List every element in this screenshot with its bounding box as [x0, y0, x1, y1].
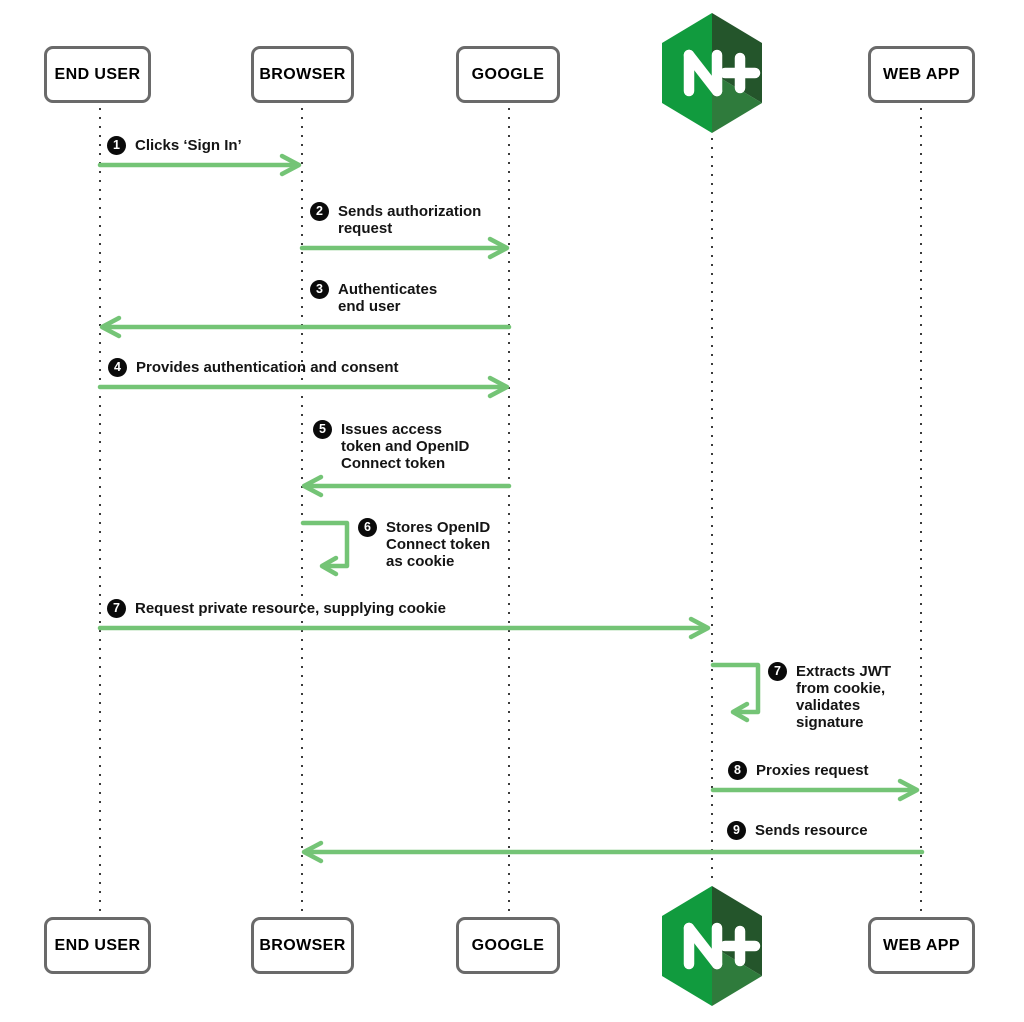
- actor-box-google-top: GOOGLE: [456, 46, 560, 103]
- step-label-8: 8 Proxies request: [728, 761, 869, 780]
- actor-box-end-user-top: END USER: [44, 46, 151, 103]
- lifeline-end-user: [99, 108, 101, 914]
- step-text: Sends resource: [755, 822, 868, 839]
- actor-label: BROWSER: [259, 936, 346, 954]
- actor-box-end-user-bottom: END USER: [44, 917, 151, 974]
- actor-label: WEB APP: [883, 65, 960, 83]
- nginx-plus-glyph: [683, 922, 761, 970]
- step-number-badge: 3: [310, 280, 329, 299]
- step-text: Stores OpenID Connect token as cookie: [386, 519, 491, 570]
- arrow-step-5-issues-tokens: [301, 474, 512, 498]
- step-number-badge: 5: [313, 420, 332, 439]
- actor-label: GOOGLE: [471, 65, 545, 83]
- lifeline-web-app: [920, 108, 922, 914]
- hexagon-lower-face: [712, 73, 762, 133]
- hexagon-lower-face: [712, 946, 762, 1006]
- step-text: Sends authorization request: [338, 203, 482, 237]
- lifeline-google: [508, 108, 510, 914]
- step-label-4: 4 Provides authentication and consent: [108, 358, 399, 377]
- step-label-3: 3 Authenticates end user: [310, 280, 438, 315]
- actor-box-web-app-top: WEB APP: [868, 46, 975, 103]
- lifeline-browser: [301, 108, 303, 914]
- actor-box-browser-bottom: BROWSER: [251, 917, 354, 974]
- step-number-badge: 4: [108, 358, 127, 377]
- step-text: Proxies request: [756, 762, 869, 779]
- actor-label: BROWSER: [259, 65, 346, 83]
- step-label-7-nginx: 7 Extracts JWT from cookie, validates si…: [768, 662, 892, 731]
- hexagon-left-face: [662, 13, 712, 133]
- step-label-5: 5 Issues access token and OpenID Connect…: [313, 420, 470, 472]
- step-label-7: 7 Request private resource, supplying co…: [107, 599, 446, 618]
- step-text: Request private resource, supplying cook…: [135, 600, 446, 617]
- hexagon-left-face: [662, 886, 712, 1006]
- actor-label: END USER: [54, 65, 141, 83]
- step-label-2: 2 Sends authorization request: [310, 202, 482, 237]
- arrow-step-2-sends-authorization-request: [299, 236, 510, 260]
- arrow-step-4-provides-authentication-consent: [97, 375, 510, 399]
- step-text: Provides authentication and consent: [136, 359, 399, 376]
- step-number-badge: 8: [728, 761, 747, 780]
- step-text: Extracts JWT from cookie, validates sign…: [796, 663, 892, 731]
- actor-label: END USER: [54, 936, 141, 954]
- hexagon-right-face: [712, 13, 762, 103]
- arrow-step-7-request-private-resource: [97, 616, 711, 640]
- step-label-1: 1 Clicks ‘Sign In’: [107, 136, 242, 155]
- step-number-badge: 6: [358, 518, 377, 537]
- arrow-step-6-self-loop-browser: [300, 520, 350, 577]
- arrow-step-1-clicks-sign-in: [97, 153, 302, 177]
- step-number-badge: 2: [310, 202, 329, 221]
- arrow-step-3-authenticates-end-user: [99, 315, 512, 339]
- actor-box-browser-top: BROWSER: [251, 46, 354, 103]
- actor-label: GOOGLE: [471, 936, 545, 954]
- actor-box-web-app-bottom: WEB APP: [868, 917, 975, 974]
- nginx-plus-logo-bottom: [662, 886, 762, 1006]
- nginx-plus-logo-top: [662, 13, 762, 133]
- step-text: Clicks ‘Sign In’: [135, 137, 242, 154]
- step-text: Authenticates end user: [338, 281, 438, 315]
- step-number-badge: 9: [727, 821, 746, 840]
- step-text: Issues access token and OpenID Connect t…: [341, 421, 470, 472]
- arrow-step-7-self-loop-nginx: [710, 662, 761, 723]
- nginx-plus-glyph: [683, 49, 761, 97]
- lifeline-nginx-plus: [711, 138, 713, 884]
- arrow-step-9-sends-resource: [301, 840, 925, 864]
- hexagon-right-face: [712, 886, 762, 976]
- step-number-badge: 7: [107, 599, 126, 618]
- actor-box-google-bottom: GOOGLE: [456, 917, 560, 974]
- step-label-6: 6 Stores OpenID Connect token as cookie: [358, 518, 491, 570]
- step-number-badge: 7: [768, 662, 787, 681]
- step-label-9: 9 Sends resource: [727, 821, 868, 840]
- actor-label: WEB APP: [883, 936, 960, 954]
- arrow-step-8-proxies-request: [710, 778, 920, 802]
- step-number-badge: 1: [107, 136, 126, 155]
